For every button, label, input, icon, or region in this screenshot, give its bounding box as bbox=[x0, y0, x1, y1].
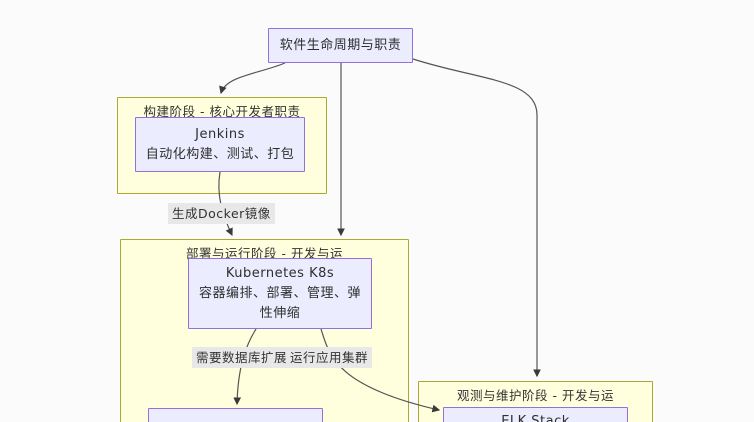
node-elk-name: ELK Stack bbox=[501, 414, 570, 422]
edge-label-run-cluster: 运行应用集群 bbox=[286, 347, 373, 368]
node-jenkins-name: Jenkins bbox=[195, 127, 245, 142]
node-jenkins-desc: 自动化构建、测试、打包 bbox=[145, 147, 295, 162]
edge-label-docker-image: 生成Docker镜像 bbox=[168, 203, 275, 224]
node-kubernetes: Kubernetes K8s 容器编排、部署、管理、弹性伸缩 bbox=[188, 258, 372, 329]
node-root: 软件生命周期与职责 bbox=[268, 28, 413, 63]
cluster-build-title: 构建阶段 - 核心开发者职责 bbox=[143, 104, 301, 119]
node-root-label: 软件生命周期与职责 bbox=[279, 37, 402, 53]
edge-k8s-elk bbox=[320, 328, 441, 413]
edge-root-observe bbox=[412, 58, 541, 378]
cluster-deploy-title: 部署与运行阶段 - 开发与运 bbox=[186, 246, 343, 261]
node-jenkins: Jenkins 自动化构建、测试、打包 bbox=[135, 117, 305, 172]
node-kubernetes-desc: 容器编排、部署、管理、弹性伸缩 bbox=[199, 286, 362, 321]
node-database-cropped bbox=[148, 408, 323, 422]
node-kubernetes-name: Kubernetes K8s bbox=[225, 266, 335, 281]
edge-root-build bbox=[219, 62, 286, 95]
edge-label-database-expand: 需要数据库扩展 bbox=[192, 347, 292, 368]
node-elk: ELK Stack bbox=[443, 407, 628, 422]
cluster-observe-title: 观测与维护阶段 - 开发与运 bbox=[457, 388, 614, 403]
